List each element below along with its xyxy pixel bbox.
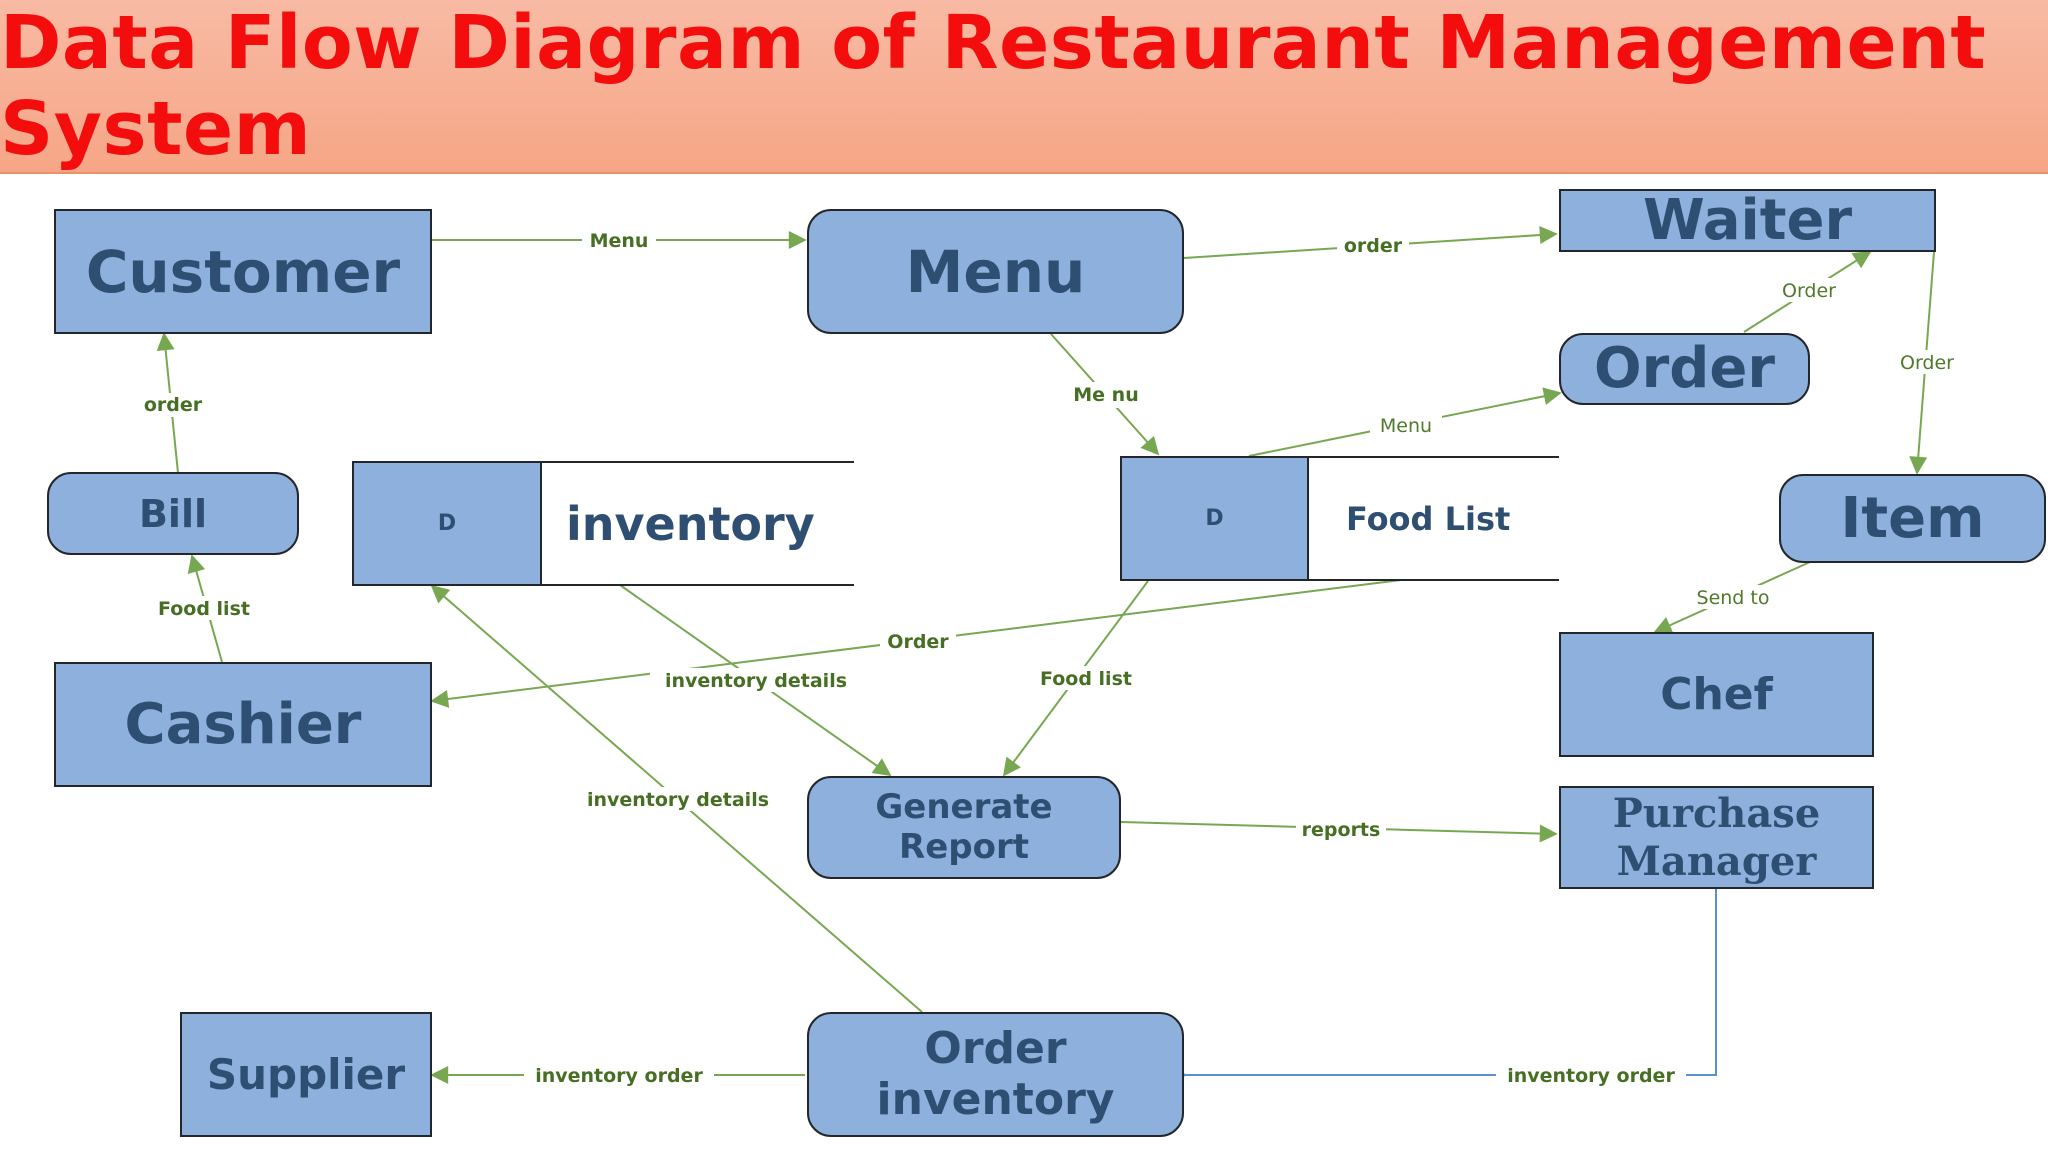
waiter-entity: Waiter: [1559, 189, 1936, 252]
menu-label: Menu: [905, 237, 1086, 306]
chef-entity: Chef: [1559, 632, 1874, 757]
order-label: Order: [1594, 336, 1775, 401]
generate-report-process: Generate Report: [807, 776, 1121, 879]
food-list-store-bottom-line: [1309, 579, 1559, 581]
food-list-store-name: Food List: [1346, 458, 1559, 579]
page-title: Data Flow Diagram of Restaurant Manageme…: [0, 0, 1987, 172]
title-banner: Data Flow Diagram of Restaurant Manageme…: [0, 0, 2048, 174]
flow-label-cashier-to-bill: Food list: [158, 598, 250, 620]
supplier-entity: Supplier: [180, 1012, 432, 1137]
flow-label-menu-to-waiter: order: [1344, 235, 1403, 257]
item-process: Item: [1779, 474, 2046, 563]
customer-label: Customer: [85, 237, 401, 306]
flow-label-customer-to-menu: Menu: [590, 230, 649, 252]
flow-label-food-list-to-cashier: Order: [887, 631, 949, 653]
flow-label-item-to-chef: Send to: [1697, 587, 1770, 609]
inventory-store-id: D: [352, 461, 542, 586]
customer-entity: Customer: [54, 209, 432, 334]
flow-label-order-to-waiter: Order: [1782, 280, 1836, 302]
order-process: Order: [1559, 333, 1810, 405]
food-list-store-top-line: [1309, 456, 1559, 458]
inventory-store-name-text: inventory: [566, 496, 815, 551]
order-inventory-label: Order inventory: [876, 1022, 1115, 1125]
purchase-manager-label: Purchase Manager: [1612, 789, 1821, 885]
inventory-store-id-text: D: [437, 511, 457, 536]
food-list-store-name-text: Food List: [1346, 499, 1511, 538]
purchase-manager-entity: Purchase Manager: [1559, 786, 1874, 889]
waiter-label: Waiter: [1642, 187, 1853, 253]
flow-label-order-inventory-to-inventory: inventory details: [587, 789, 769, 811]
inventory-store-top-line: [542, 461, 854, 463]
flow-label-food-list-to-report: Food list: [1040, 668, 1132, 690]
cashier-entity: Cashier: [54, 662, 432, 787]
bill-label: Bill: [138, 491, 208, 536]
chef-label: Chef: [1660, 668, 1773, 720]
flow-label-food-list-to-order: Menu: [1380, 415, 1432, 437]
flow-label-inventory-to-report: inventory details: [665, 670, 847, 692]
food-list-store-id-text: D: [1205, 506, 1224, 531]
flow-labels: Menu order Order Order Me nu Menu order …: [136, 228, 1964, 1087]
inventory-store-name: inventory: [566, 463, 854, 584]
menu-process: Menu: [807, 209, 1184, 334]
bill-process: Bill: [47, 472, 299, 555]
flow-purchase-manager-to-order-inventory: [1163, 889, 1717, 1087]
cashier-label: Cashier: [124, 691, 362, 757]
inventory-store-bottom-line: [542, 584, 854, 586]
flow-label-bill-to-customer: order: [144, 394, 203, 416]
flow-label-order-inventory-to-supplier: inventory order: [535, 1065, 703, 1087]
item-label: Item: [1840, 485, 1985, 551]
generate-report-label: Generate Report: [875, 787, 1053, 867]
supplier-label: Supplier: [206, 1049, 406, 1099]
flow-label-report-to-purchase-manager: reports: [1302, 819, 1381, 841]
order-inventory-process: Order inventory: [807, 1012, 1184, 1137]
flow-label-purchase-manager-to-order-inventory: inventory order: [1507, 1065, 1675, 1087]
food-list-store-id: D: [1120, 456, 1309, 581]
flow-label-menu-to-food-list: Me nu: [1073, 384, 1138, 406]
flow-label-waiter-to-item: Order: [1900, 352, 1954, 374]
